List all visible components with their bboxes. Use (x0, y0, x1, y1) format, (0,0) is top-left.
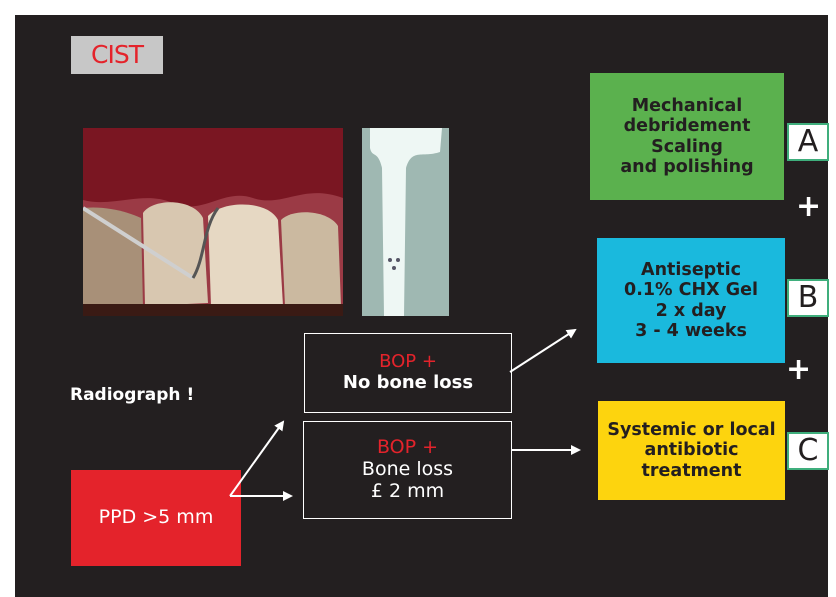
slide: CIST Mechanical debridement Scaling and … (15, 15, 828, 597)
arrow-no-bone-loss-to-b (510, 330, 575, 372)
arrow-ppd-to-no-bone-loss (230, 422, 283, 496)
flow-arrows (15, 15, 828, 597)
